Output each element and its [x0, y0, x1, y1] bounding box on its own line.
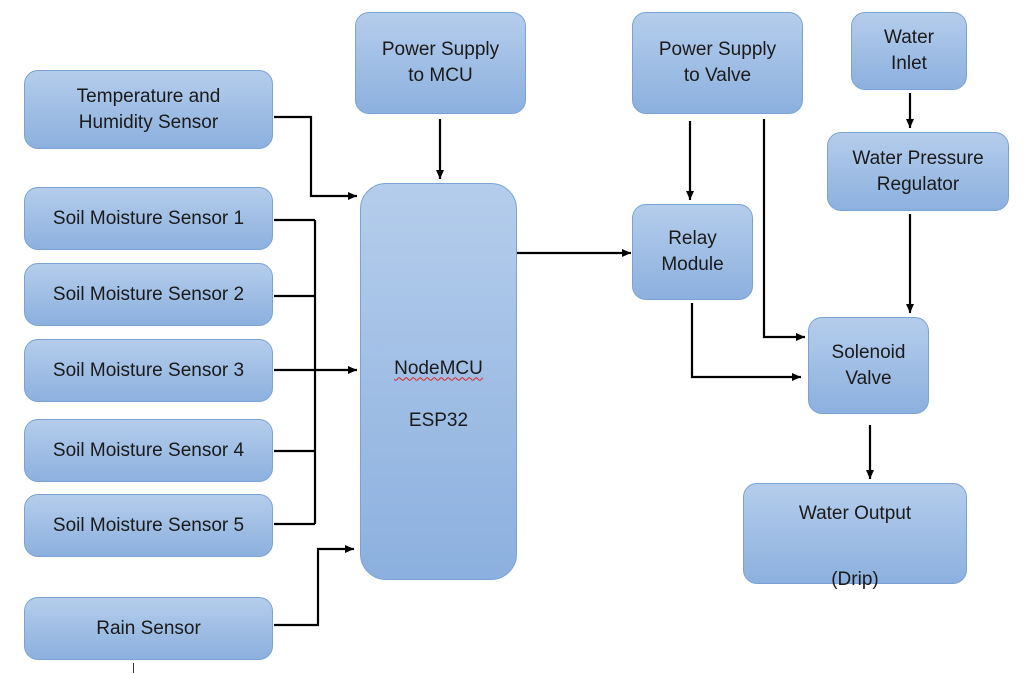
soil-moisture-sensor-3-box: Soil Moisture Sensor 3	[24, 339, 273, 402]
edge-relay-to-solenoid	[690, 303, 801, 381]
soil-moisture-sensor-5-label: Soil Moisture Sensor 5	[52, 514, 245, 536]
soil-moisture-sensor-5-box: Soil Moisture Sensor 5	[24, 494, 273, 557]
power-supply-mcu-label: Power Supply to MCU	[381, 39, 500, 86]
power-supply-mcu-box: Power Supply to MCU	[355, 12, 526, 114]
relay-module-label: Relay Module	[661, 228, 724, 275]
solenoid-valve-label: Solenoid Valve	[831, 341, 906, 389]
water-inlet-label: Water Inlet	[884, 27, 934, 74]
water-output-label: Water Output (Drip)	[799, 475, 911, 593]
nodemcu-esp32-box: NodeMCU ESP32	[360, 183, 517, 580]
water-output-box: Water Output (Drip)	[743, 483, 967, 590]
soil-moisture-sensor-2-label: Soil Moisture Sensor 2	[52, 283, 245, 305]
temp-humidity-sensor-label: Temperature and Humidity Sensor	[76, 85, 221, 133]
water-inlet-box: Water Inlet	[851, 12, 967, 90]
solenoid-valve-box: Solenoid Valve	[808, 317, 929, 414]
temp-humidity-sensor-box: Temperature and Humidity Sensor	[24, 70, 273, 149]
text-cursor-mark	[133, 663, 134, 673]
soil-moisture-sensor-2-box: Soil Moisture Sensor 2	[24, 263, 273, 326]
water-output-label-line2: (Drip)	[831, 568, 879, 590]
soil-moisture-sensor-3-label: Soil Moisture Sensor 3	[52, 359, 245, 381]
edge-temp-to-mcu	[274, 115, 357, 200]
water-pressure-regulator-box: Water Pressure Regulator	[827, 132, 1009, 211]
water-output-label-line1: Water Output	[798, 502, 912, 524]
water-pressure-regulator-label: Water Pressure Regulator	[852, 147, 984, 195]
power-supply-valve-label: Power Supply to Valve	[658, 39, 777, 86]
relay-module-box: Relay Module	[632, 204, 753, 300]
soil-moisture-sensor-1-label: Soil Moisture Sensor 1	[52, 207, 245, 229]
edge-rain-to-mcu	[274, 545, 354, 627]
soil-moisture-sensor-4-label: Soil Moisture Sensor 4	[52, 439, 245, 461]
edge-powervalve-to-solenoid	[762, 119, 805, 341]
power-supply-valve-box: Power Supply to Valve	[632, 12, 803, 114]
soil-moisture-sensor-1-box: Soil Moisture Sensor 1	[24, 187, 273, 250]
nodemcu-label-line1: NodeMCU	[394, 357, 483, 379]
soil-moisture-sensor-4-box: Soil Moisture Sensor 4	[24, 419, 273, 482]
rain-sensor-box: Rain Sensor	[24, 597, 273, 660]
nodemcu-esp32-label: NodeMCU ESP32	[394, 330, 483, 434]
nodemcu-label-line2: ESP32	[408, 409, 469, 431]
rain-sensor-label: Rain Sensor	[96, 617, 201, 639]
